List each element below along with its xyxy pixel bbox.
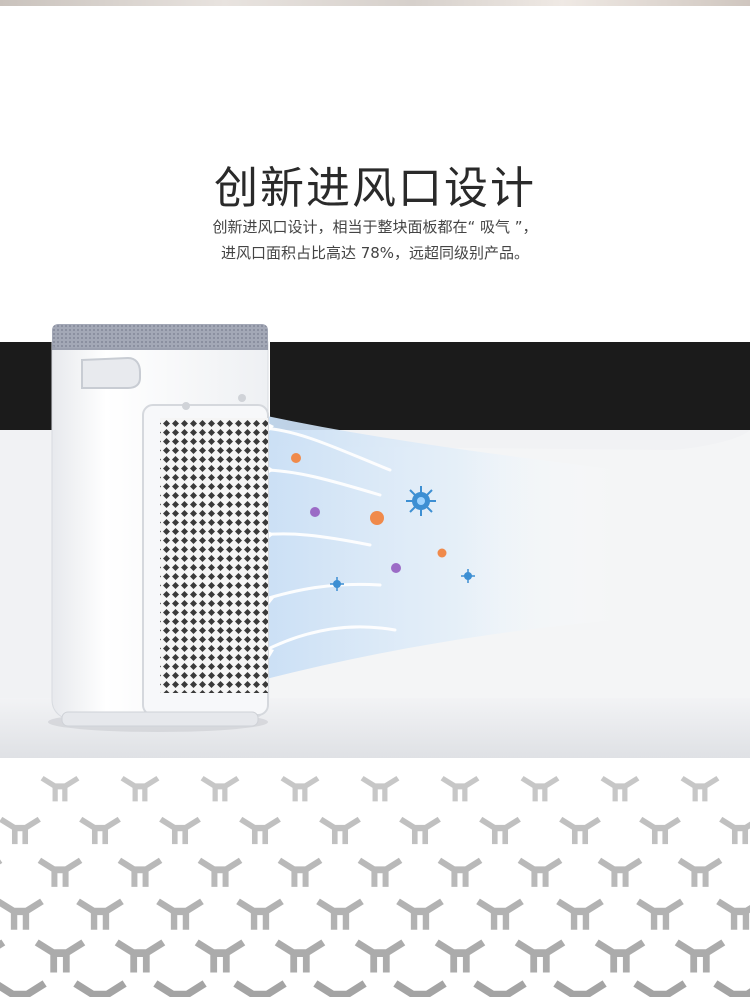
page-title: 创新进风口设计 — [214, 163, 536, 215]
top-vent — [52, 324, 268, 348]
dark-backdrop — [0, 342, 750, 450]
air-purifier-scene — [0, 324, 750, 997]
handle — [81, 356, 141, 389]
description-line-1: 创新进风口设计，相当于整块面板都在“ 吸气 ”， — [212, 218, 538, 236]
air-inlet-mesh — [160, 418, 268, 693]
top-photo-edge — [0, 0, 750, 6]
description-line-2: 进风口面积占比高达 78%，远超同级别产品。 — [220, 244, 530, 262]
description: 创新进风口设计，相当于整块面板都在“ 吸气 ”， 进风口面积占比高达 78%，远… — [0, 214, 750, 266]
airflow-beam — [262, 415, 620, 680]
air-particles — [291, 453, 475, 591]
air-purifier-device — [48, 324, 269, 732]
product-illustration — [0, 320, 750, 997]
